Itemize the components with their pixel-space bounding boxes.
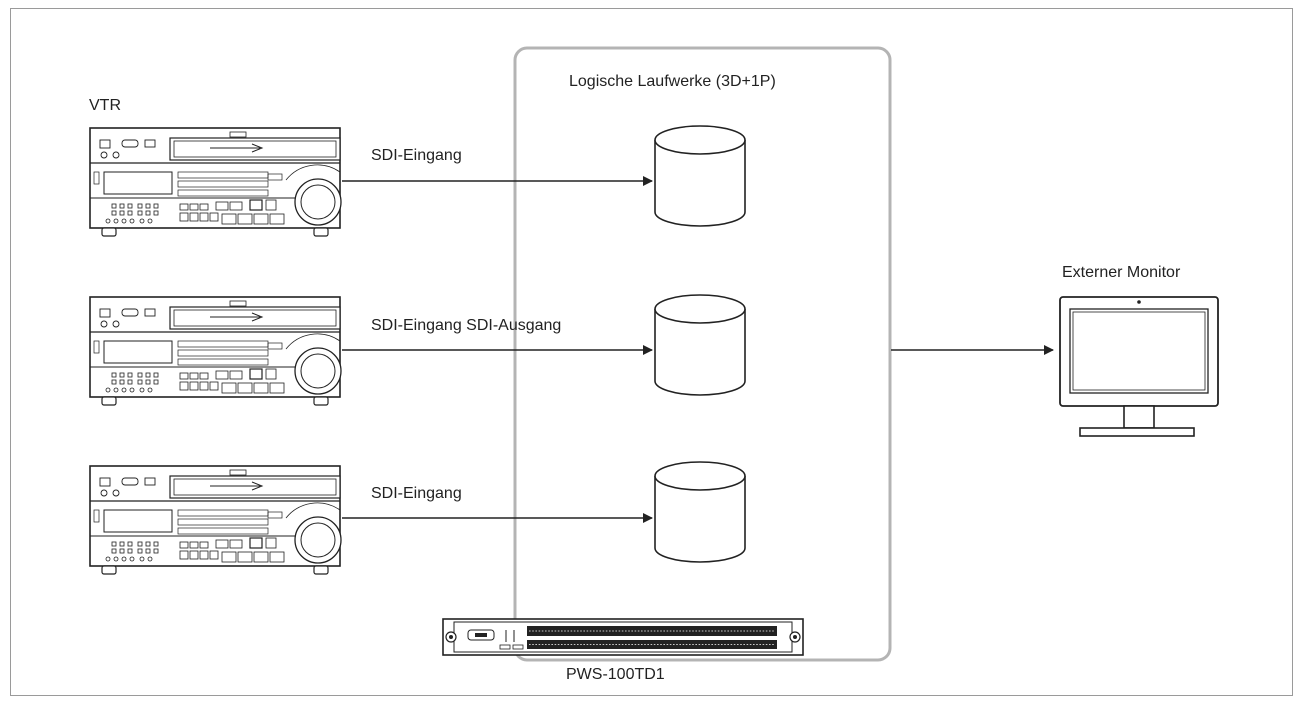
vtr-unit-3: [89, 465, 342, 575]
vtr-unit-1: [89, 127, 342, 237]
diagram-frame: [10, 8, 1293, 696]
pws-rack-unit: [442, 618, 804, 656]
sdi-label-2: SDI-Eingang SDI-Ausgang: [371, 317, 562, 334]
sdi-label-3: SDI-Eingang: [371, 485, 462, 502]
device-label: PWS-100TD1: [566, 666, 665, 683]
vtr-label: VTR: [89, 97, 121, 114]
vtr-unit-2: [89, 296, 342, 406]
external-monitor-label: Externer Monitor: [1062, 264, 1181, 281]
disk-3: [654, 461, 746, 563]
disk-1: [654, 125, 746, 227]
sdi-label-1: SDI-Eingang: [371, 147, 462, 164]
logical-drives-box: [513, 46, 892, 662]
external-monitor-icon: [1059, 296, 1219, 437]
disk-2: [654, 294, 746, 396]
logical-drives-label: Logische Laufwerke (3D+1P): [569, 73, 776, 90]
